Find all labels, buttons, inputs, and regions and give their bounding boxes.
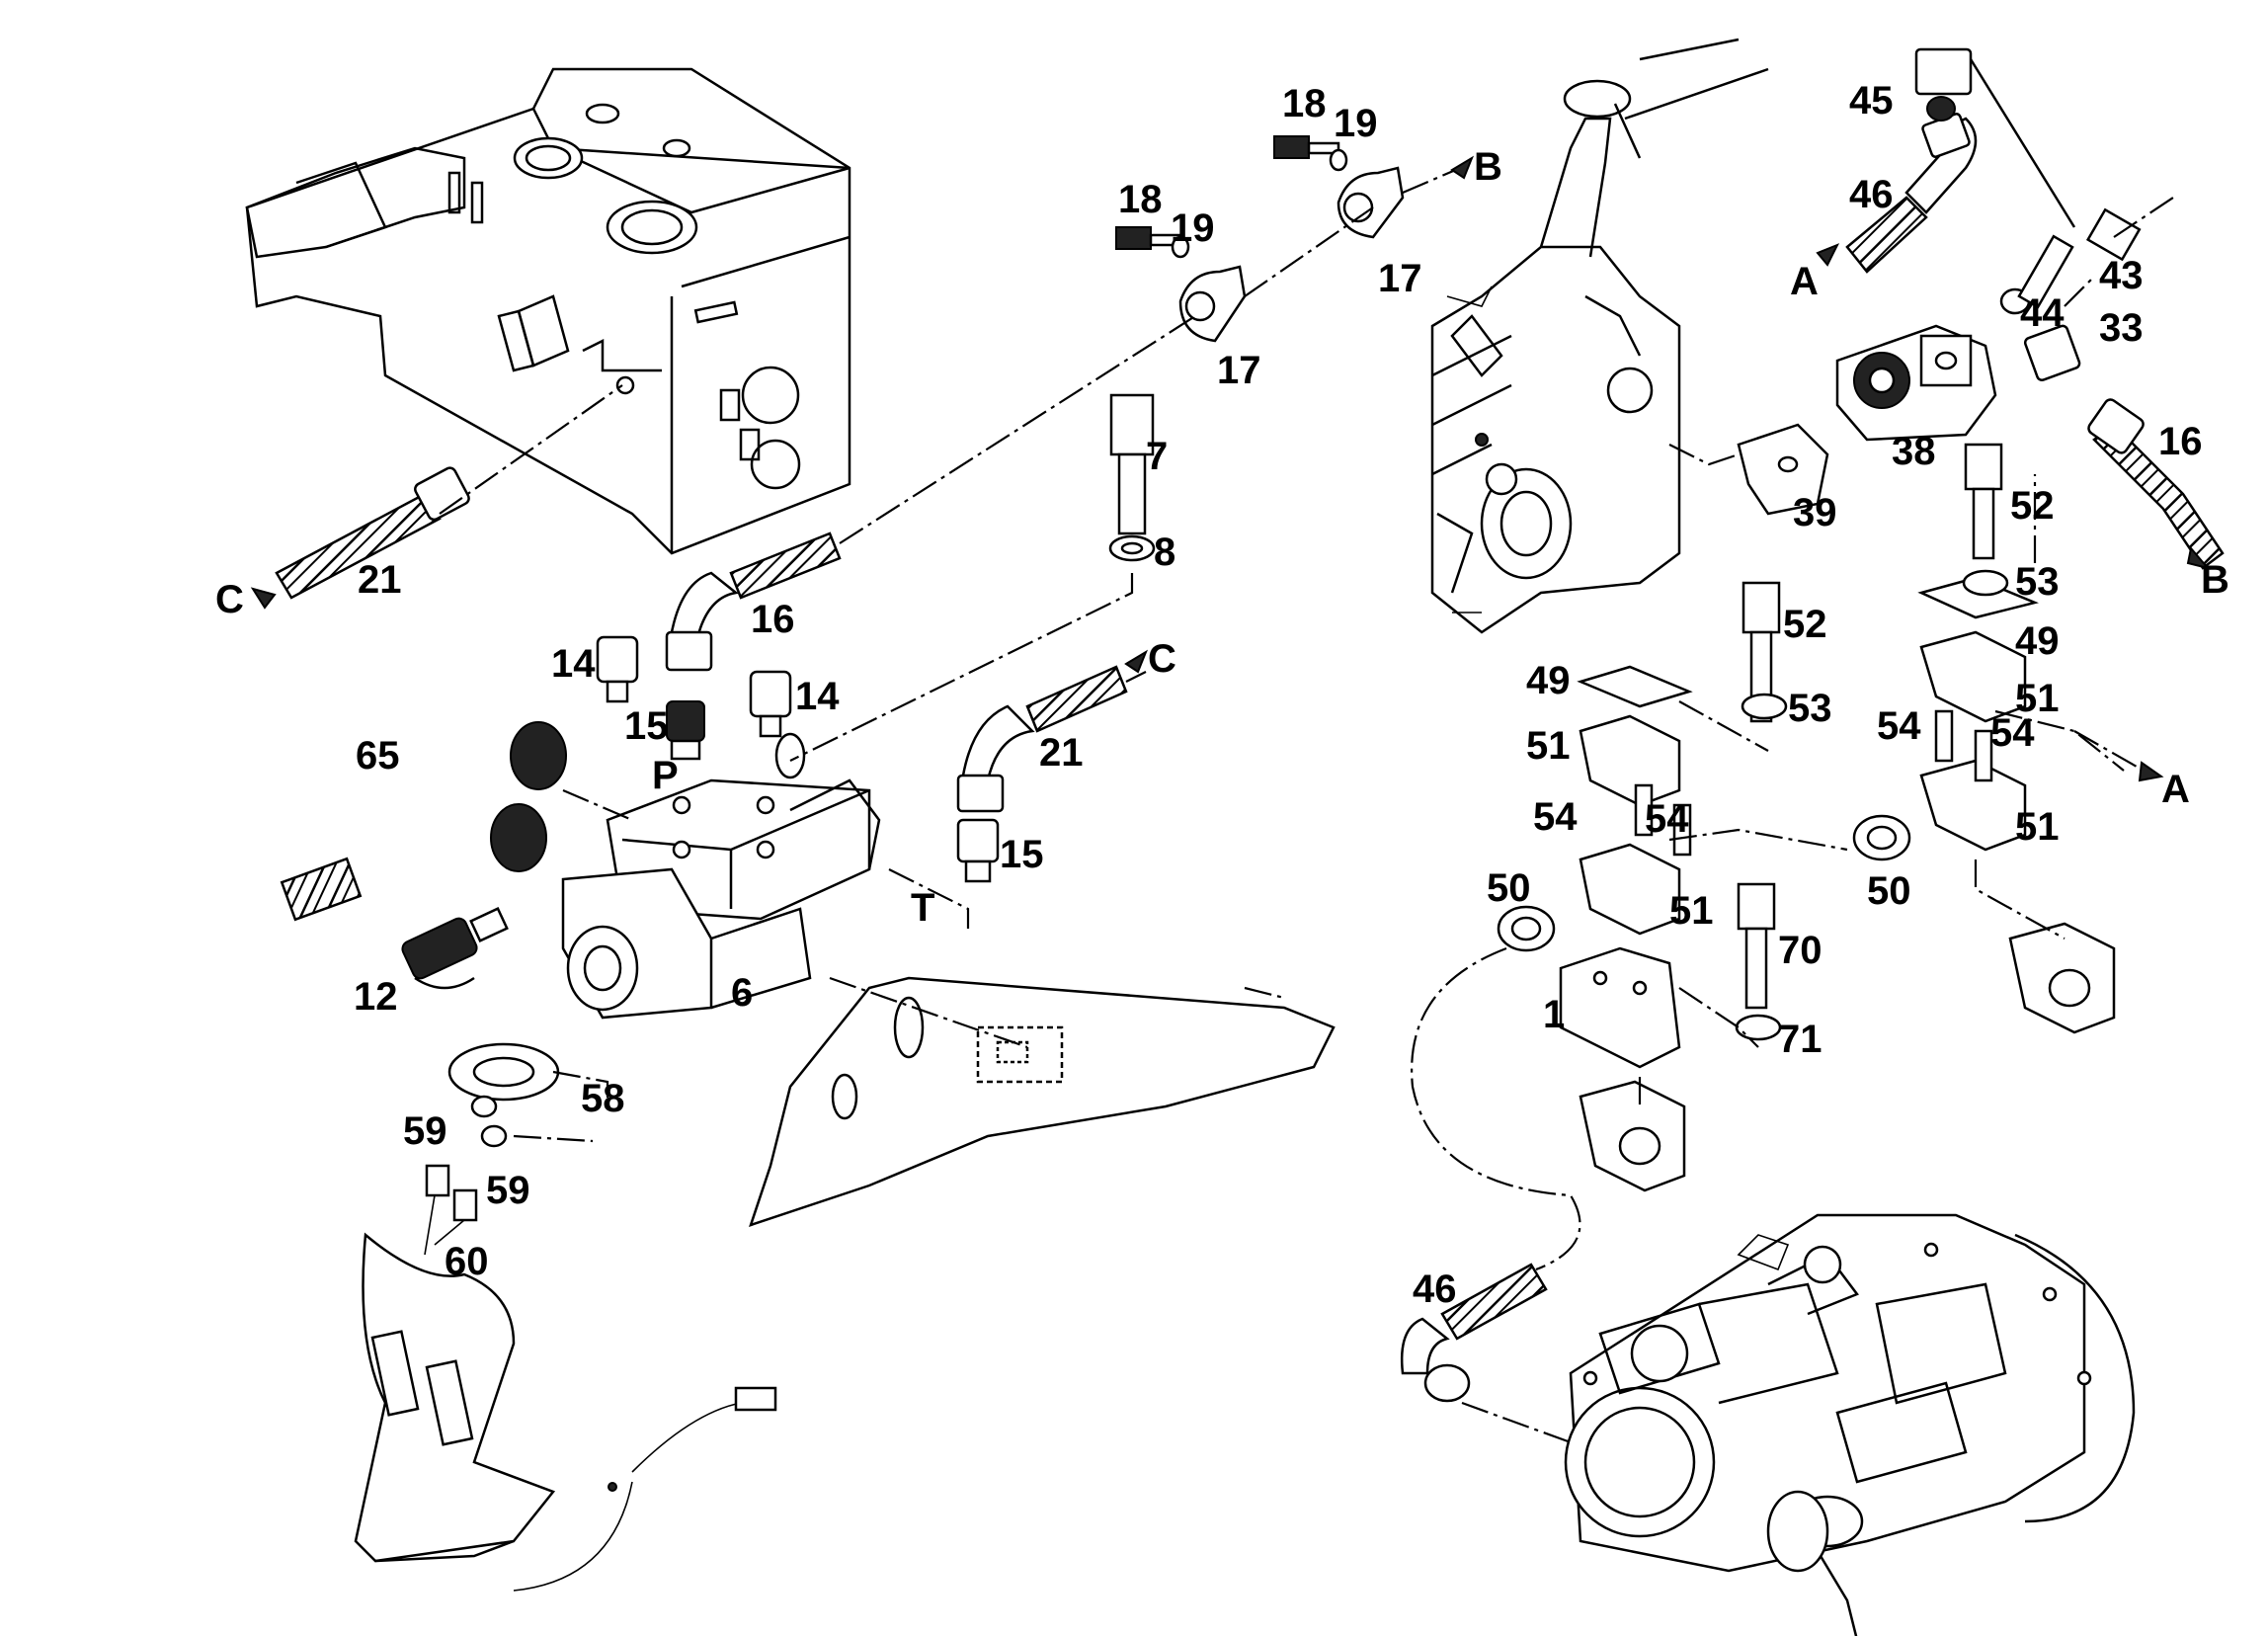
cab-console (245, 67, 851, 555)
label-16: 16 (2158, 420, 2203, 463)
label-38: 38 (1892, 430, 1936, 473)
marker-c-out-label: C (1148, 637, 1176, 681)
hose-46-lower (1401, 1263, 1548, 1403)
bracket-1 (1559, 946, 1681, 1069)
label-54: 54 (1645, 797, 1689, 841)
label-18: 18 (1118, 178, 1163, 221)
transmission-assembly (1564, 1213, 2136, 1636)
label-52: 52 (1783, 603, 1827, 646)
label-6: 6 (731, 971, 753, 1015)
valve-block (561, 732, 881, 1020)
bushings-50 (1497, 814, 1911, 952)
label-8: 8 (1154, 531, 1175, 574)
connector-12 (401, 907, 509, 990)
label-43: 43 (2099, 254, 2144, 297)
label-21: 21 (358, 558, 402, 602)
clamps-17-18-19 (1115, 135, 1405, 343)
marker-a-in: A (1790, 243, 1840, 303)
label-51: 51 (2015, 805, 2060, 849)
marker-a-out: A (2073, 730, 2190, 811)
label-port-p: P (652, 754, 679, 797)
marker-a-out-label: A (2161, 768, 2190, 811)
bolts-52-70 (1735, 443, 2009, 1041)
pump-38 (1737, 324, 1997, 516)
label-51: 51 (2015, 677, 2060, 720)
label-port-t: T (911, 886, 934, 930)
label-15: 15 (624, 704, 669, 748)
hose-21-left (275, 466, 470, 600)
hose-16-right (2087, 398, 2225, 570)
label-46: 46 (1413, 1268, 1457, 1311)
label-19: 19 (1334, 102, 1378, 145)
label-16: 16 (751, 598, 795, 641)
label-52: 52 (2010, 484, 2055, 528)
marker-a-in-label: A (1790, 260, 1819, 303)
label-71: 71 (1778, 1018, 1822, 1061)
label-17: 17 (1217, 349, 1261, 392)
label-59: 59 (486, 1169, 530, 1212)
fittings-14-15 (596, 635, 1000, 883)
hose-16-upper (665, 532, 842, 672)
label-17: 17 (1378, 257, 1422, 300)
bolt-7 (1108, 393, 1156, 562)
hose-21-right (956, 665, 1128, 813)
label-54: 54 (1877, 704, 1921, 748)
label-50: 50 (1487, 866, 1531, 910)
marker-c-in-label: C (215, 578, 244, 621)
label-46: 46 (1849, 173, 1894, 216)
marker-b-out-label: B (2201, 558, 2229, 602)
label-12: 12 (354, 975, 398, 1019)
label-49: 49 (2015, 619, 2060, 663)
label-59: 59 (403, 1109, 447, 1153)
marker-b-out: B (2186, 545, 2229, 602)
engine-assembly (1430, 38, 1769, 634)
label-65: 65 (356, 734, 400, 777)
label-39: 39 (1793, 491, 1837, 534)
label-18: 18 (1282, 82, 1327, 125)
label-53: 53 (1788, 687, 1832, 730)
connection-lines (439, 161, 2174, 1444)
label-14: 14 (795, 675, 840, 718)
label-7: 7 (1146, 435, 1168, 478)
label-14: 14 (551, 642, 596, 686)
label-45: 45 (1849, 79, 1894, 123)
clamp-blocks (1577, 576, 2116, 1192)
label-60: 60 (445, 1240, 489, 1283)
hose-65 (280, 712, 567, 922)
label-49: 49 (1526, 659, 1571, 702)
label-50: 50 (1867, 869, 1911, 913)
label-19: 19 (1171, 206, 1215, 250)
marker-c-out: C (1124, 637, 1176, 681)
label-33: 33 (2099, 306, 2144, 350)
mounting-plate (749, 976, 1336, 1227)
marker-c-in: C (215, 578, 277, 621)
label-54: 54 (1990, 711, 2035, 755)
fitting-33-44-43-45 (1914, 47, 2142, 381)
label-44: 44 (2020, 291, 2065, 335)
marker-b-in-label: B (1474, 145, 1502, 189)
label-54: 54 (1533, 795, 1578, 839)
label-51: 51 (1526, 724, 1571, 768)
label-58: 58 (581, 1077, 625, 1120)
label-1: 1 (1543, 993, 1565, 1036)
marker-b-in: B (1450, 145, 1502, 189)
label-15: 15 (1000, 833, 1044, 876)
label-53: 53 (2015, 560, 2060, 604)
label-21: 21 (1039, 731, 1084, 775)
part-labels: 18 19 18 19 17 17 7 8 21 16 14 14 15 21 … (354, 79, 2203, 1311)
label-51: 51 (1669, 889, 1714, 933)
label-70: 70 (1778, 929, 1822, 972)
footrest-assembly (354, 1232, 777, 1592)
